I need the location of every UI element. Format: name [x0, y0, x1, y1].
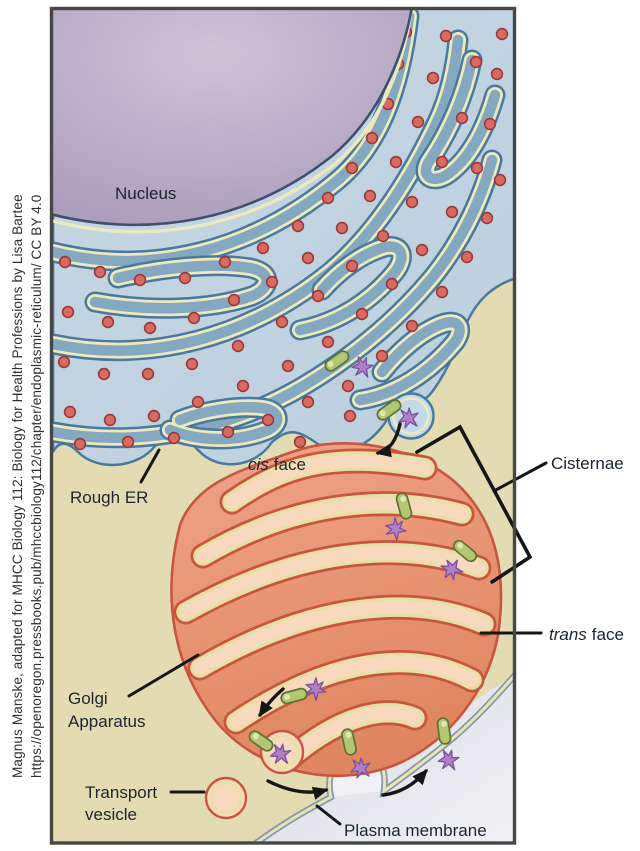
ribosome-dots: [57, 25, 509, 451]
nuclear-envelope-line: [53, 11, 413, 234]
rough-er-pointer: [139, 448, 161, 484]
cisternae-bracket: [415, 424, 533, 584]
plasma-membrane-pointer: [315, 804, 342, 826]
golgi-pointer: [127, 653, 200, 698]
er-to-golgi-arrow: [375, 422, 402, 458]
golgi-to-vesicle-arrow: [258, 687, 285, 718]
transport-vesicle: [204, 776, 248, 820]
nucleus-label: Nucleus: [115, 184, 176, 203]
transport-arrows: [258, 422, 428, 800]
nucleus-shape: [53, 10, 413, 227]
plasma-membrane-label: Plasma membrane: [344, 821, 487, 840]
exocytosis-arrow: [381, 768, 428, 797]
attribution-line1: Magnus Manske, adapted for MHCC Biology …: [10, 194, 25, 778]
pointer-lines: [127, 424, 548, 826]
diagram-frame: [49, 6, 517, 845]
vesicle-to-membrane-arrow: [266, 779, 329, 800]
attribution-line2: https://openoregon.pressbooks.pub/mhccbi…: [29, 194, 44, 778]
rough-er-label: Rough ER: [70, 488, 148, 507]
cisternae-pointer: [492, 461, 548, 493]
attribution-text: Magnus Manske, adapted for MHCC Biology …: [8, 62, 46, 778]
cisternae-label: Cisternae: [551, 454, 624, 473]
